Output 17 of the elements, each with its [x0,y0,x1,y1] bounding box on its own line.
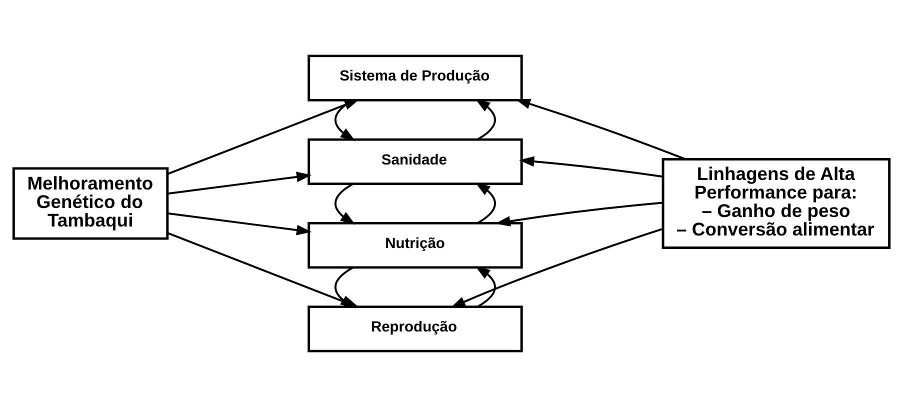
node-box: Sistema de Produção [308,54,523,102]
arrow [334,183,356,225]
arrow [475,182,496,224]
arrow [519,156,664,178]
arrow [475,98,496,140]
arrow [450,228,663,308]
arrow [168,212,312,236]
arrow [515,98,686,160]
node-box: Reprodução [308,306,523,352]
arrow [334,266,356,308]
node-box: Nutrição [308,222,523,269]
arrow [495,202,664,226]
node-box: Linhagens de Alta Performance para: – Ganho de peso – Conversão alimentar [662,158,891,249]
node-box: Melhoramento Genético do Tambaqui [12,167,169,240]
node-box: Sanidade [308,138,523,186]
arrow [168,172,312,195]
arrow [475,266,496,308]
